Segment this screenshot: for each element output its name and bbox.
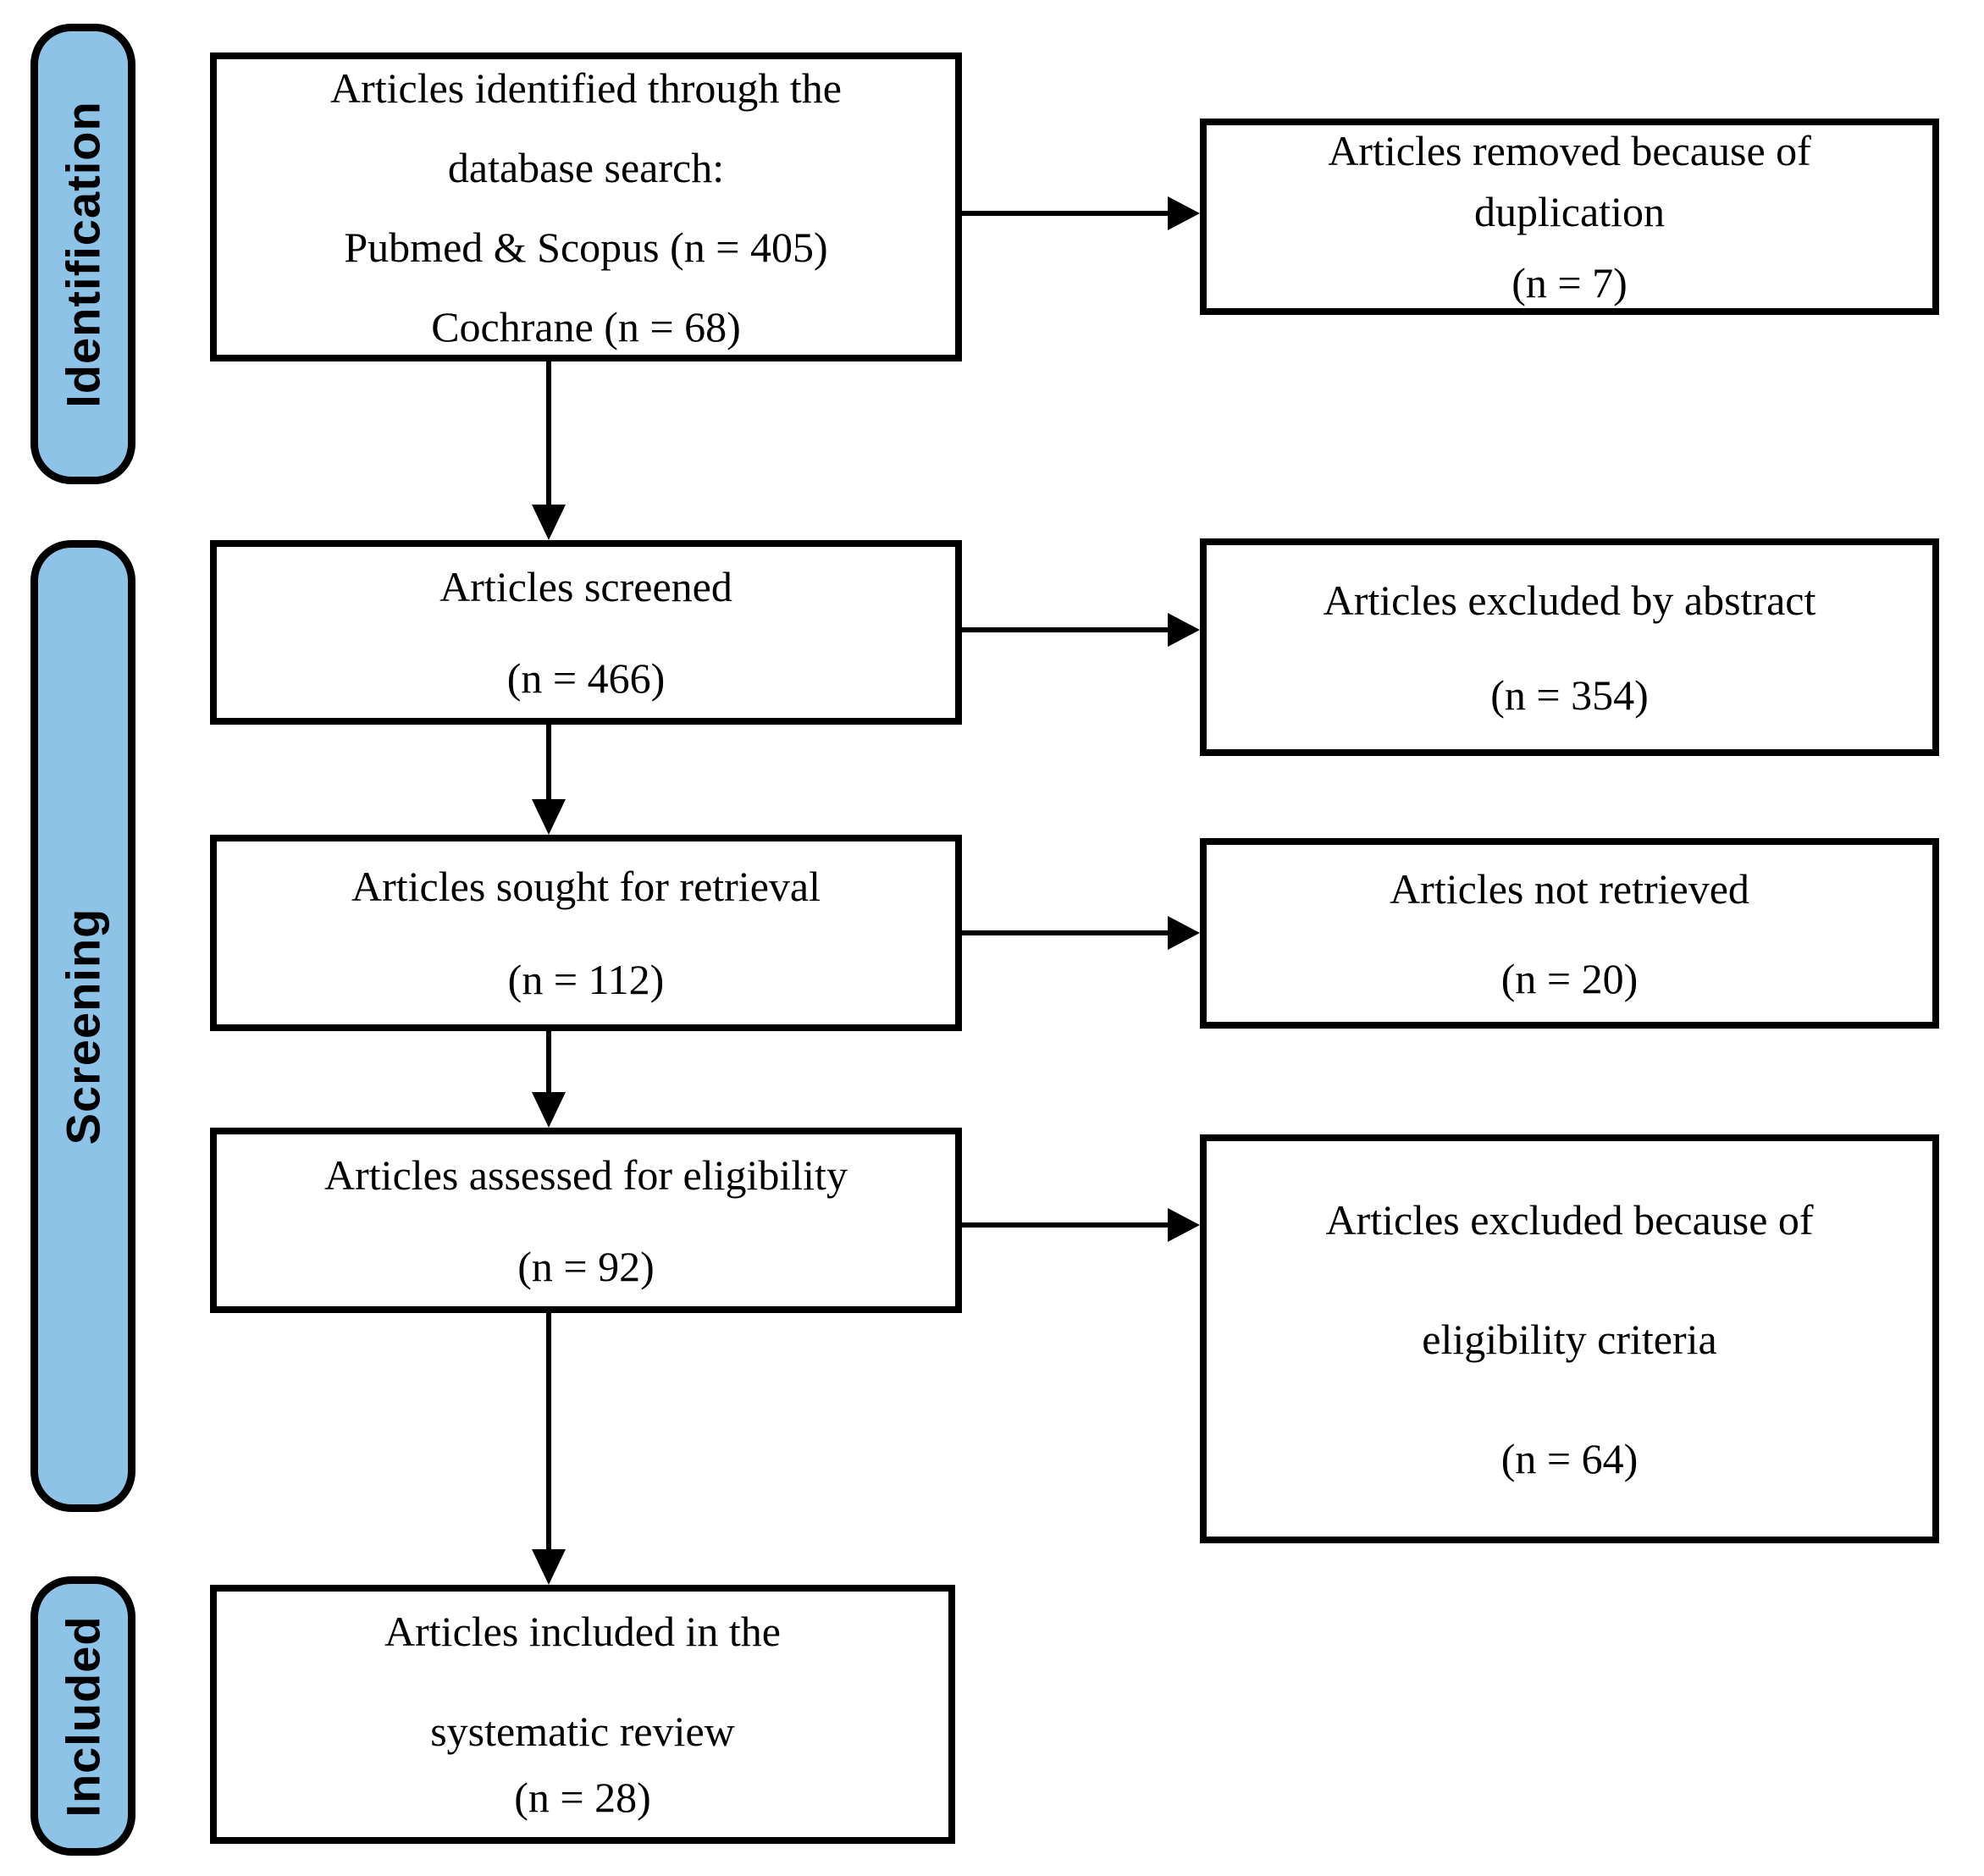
stage-identification-label: Identification: [56, 100, 110, 408]
box-line: Articles excluded by abstract: [1323, 576, 1816, 624]
box-line: Articles screened: [439, 563, 732, 610]
stage-screening: Screening: [30, 540, 135, 1512]
arrow-head: [1168, 916, 1200, 950]
box-articles-screened: Articles screened (n = 466): [210, 540, 962, 725]
arrow-head: [532, 1092, 566, 1128]
box-line: (n = 466): [506, 654, 666, 702]
box-articles-removed-duplication: Articles removed because of duplication …: [1200, 119, 1939, 315]
box-line: Articles excluded because of: [1325, 1195, 1814, 1244]
box-articles-sought-for-retrieval: Articles sought for retrieval (n = 112): [210, 835, 962, 1031]
box-line: (n = 354): [1490, 670, 1649, 719]
arrow-line: [546, 1031, 551, 1094]
box-line: eligibility criteria: [1422, 1315, 1717, 1363]
stage-included-label: Included: [56, 1614, 110, 1818]
arrow-head: [1168, 1208, 1200, 1242]
box-line: (n = 20): [1500, 954, 1639, 1002]
arrow-line: [546, 1313, 551, 1551]
box-articles-excluded-eligibility: Articles excluded because of eligibility…: [1200, 1134, 1939, 1543]
arrow-head: [532, 505, 566, 540]
arrow-line: [546, 725, 551, 801]
box-line: (n = 112): [507, 956, 665, 1003]
stage-included: Included: [30, 1576, 135, 1856]
stage-identification: Identification: [30, 24, 135, 484]
box-line: Articles identified through the: [329, 63, 842, 112]
box-articles-included-in-review: Articles included in the systematic revi…: [210, 1585, 955, 1844]
box-line: Articles assessed for eligibility: [324, 1150, 848, 1199]
box-articles-excluded-by-abstract: Articles excluded by abstract (n = 354): [1200, 538, 1939, 756]
box-line: Cochrane (n = 68): [431, 302, 741, 350]
box-line: (n = 64): [1500, 1434, 1639, 1482]
arrow-line: [546, 361, 551, 505]
box-articles-not-retrieved: Articles not retrieved (n = 20): [1200, 838, 1939, 1029]
box-line: Articles included in the: [384, 1608, 781, 1655]
arrow-line: [962, 211, 1169, 216]
box-articles-identified: Articles identified through the database…: [210, 52, 962, 361]
arrow-line: [962, 930, 1169, 935]
box-articles-assessed-for-eligibility: Articles assessed for eligibility (n = 9…: [210, 1128, 962, 1313]
arrow-head: [1168, 613, 1200, 647]
arrow-line: [962, 627, 1169, 632]
arrow-line: [962, 1222, 1169, 1228]
box-line: systematic review: [430, 1708, 735, 1755]
box-line: database search:: [447, 143, 725, 191]
box-line: duplication: [1474, 188, 1665, 235]
arrow-head: [532, 1549, 566, 1585]
box-line: Articles removed because of: [1328, 127, 1811, 174]
box-line: Articles sought for retrieval: [351, 863, 821, 910]
box-line: Pubmed & Scopus (n = 405): [344, 223, 828, 271]
arrow-head: [532, 799, 566, 835]
box-line: Articles not retrieved: [1390, 864, 1749, 913]
box-line: (n = 28): [514, 1774, 651, 1821]
stage-screening-label: Screening: [56, 908, 110, 1145]
arrow-head: [1168, 196, 1200, 230]
box-line: (n = 7): [1511, 259, 1628, 306]
box-line: (n = 92): [517, 1242, 655, 1290]
